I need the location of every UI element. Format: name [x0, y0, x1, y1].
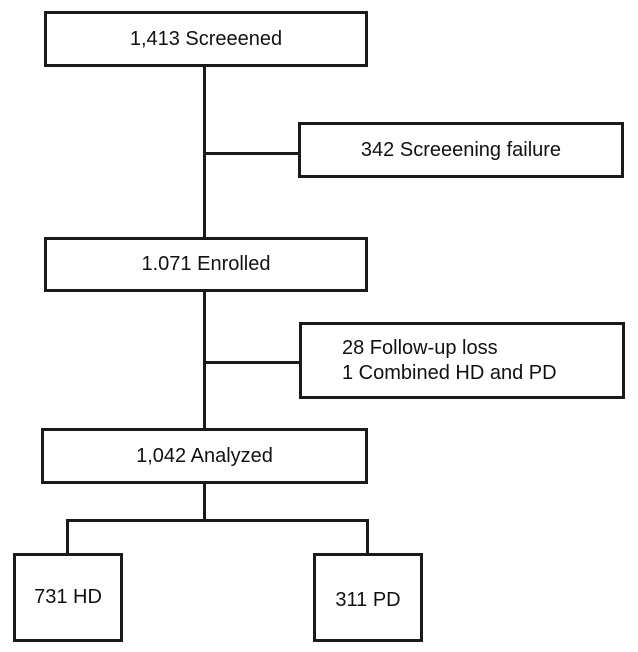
exclusions-box: 28 Follow-up loss 1 Combined HD and PD: [299, 322, 625, 399]
analyzed-box: 1,042 Analyzed: [41, 428, 368, 484]
screened-label: 1,413 Screeened: [129, 27, 283, 50]
analyzed-label: 1,042 Analyzed: [136, 444, 273, 467]
screened-box: 1,413 Screeened: [44, 11, 368, 67]
pd-group-box: 311 PD: [313, 553, 423, 642]
exclusion-item: 28 Follow-up loss: [342, 336, 498, 359]
connector-to-hd-group: [66, 519, 69, 555]
connector-to-pd-group: [366, 519, 369, 555]
enrolled-label: 1.071 Enrolled: [141, 253, 271, 275]
screening-failure-box: 342 Screeening failure: [298, 122, 624, 178]
enrolled-box: 1.071 Enrolled: [44, 237, 368, 292]
exclusion-item: 1 Combined HD and PD: [342, 361, 557, 384]
hd-group-box: 731 HD: [13, 553, 123, 642]
connector-enrolled-to-analyzed: [203, 290, 206, 428]
screening-failure-label: 342 Screeening failure: [360, 138, 562, 161]
connector-analyzed-to-split: [203, 482, 206, 522]
hd-group-label: 731 HD: [34, 586, 102, 608]
connector-screened-to-enrolled: [203, 65, 206, 237]
pd-group-label: 311 PD: [335, 589, 401, 611]
connector-to-exclusions: [203, 361, 301, 364]
connector-split-horizontal: [66, 519, 369, 522]
connector-to-screening-failure: [203, 152, 300, 155]
